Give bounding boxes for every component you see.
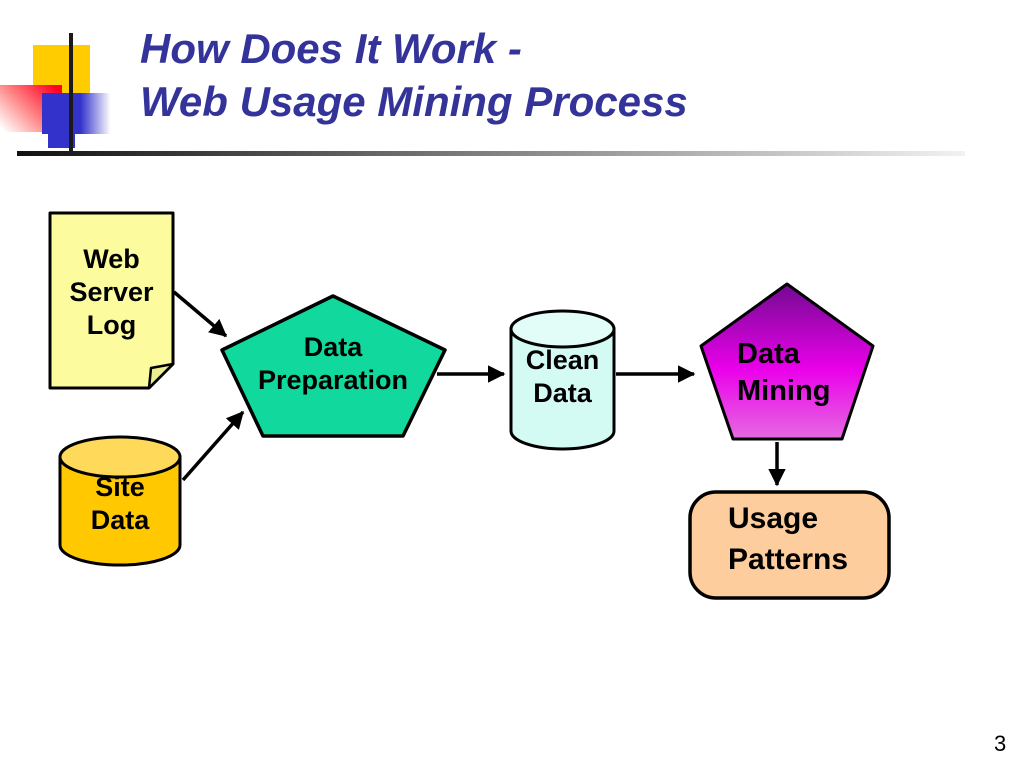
data-preparation-shape (220, 294, 447, 438)
clean-data-label: Clean Data (525, 345, 600, 408)
web-server-log-fold (147, 362, 175, 390)
data-mining-shape (699, 282, 875, 441)
site-data-top (58, 435, 182, 479)
arrow-web-server-log-to-data-preparation (172, 290, 228, 338)
title-underline-rule (17, 151, 965, 156)
web-server-log-label: Web Server Log (69, 244, 154, 340)
page-number: 3 (994, 731, 1007, 756)
clean-data-shape (509, 327, 616, 451)
slide-title: How Does It Work - Web Usage Mining Proc… (140, 25, 688, 125)
decoration-blue-tab (48, 134, 75, 148)
clean-data-top (509, 309, 616, 349)
decoration-vertical-line (69, 33, 73, 151)
site-data-label: Site Data (90, 472, 150, 535)
data-preparation-label: Data Preparation (257, 332, 409, 395)
arrow-site-data-to-data-preparation (181, 410, 245, 482)
decoration-blue-square (42, 93, 112, 134)
usage-patterns-label: Usage Patterns (728, 502, 849, 576)
usage-patterns-shape (688, 490, 891, 600)
site-data-shape (58, 455, 182, 567)
data-mining-label: Data Mining (737, 338, 831, 407)
